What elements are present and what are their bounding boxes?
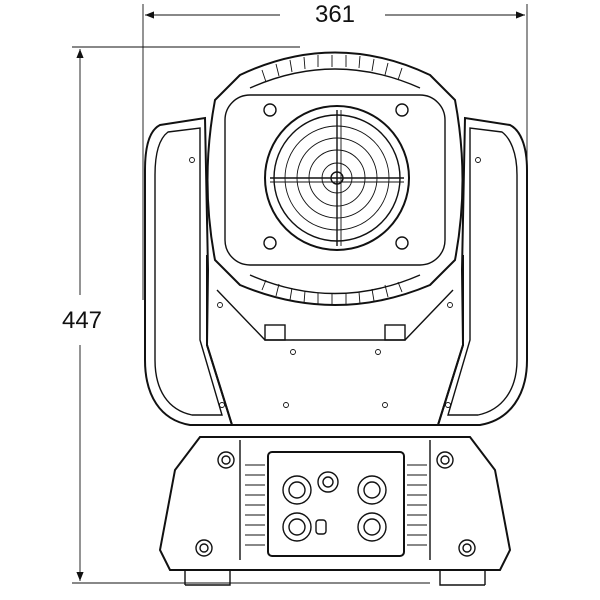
base-vents — [245, 464, 427, 546]
lens — [264, 105, 410, 251]
width-label: 361 — [315, 1, 355, 28]
connector-panel — [267, 451, 405, 557]
cooling-fins — [261, 55, 403, 305]
yoke — [144, 116, 528, 426]
height-dimension: 447 — [62, 46, 430, 584]
height-label: 447 — [62, 307, 102, 334]
head — [206, 51, 464, 306]
width-dimension: 361 — [142, 1, 528, 300]
base — [158, 436, 512, 586]
connectors — [282, 471, 387, 542]
